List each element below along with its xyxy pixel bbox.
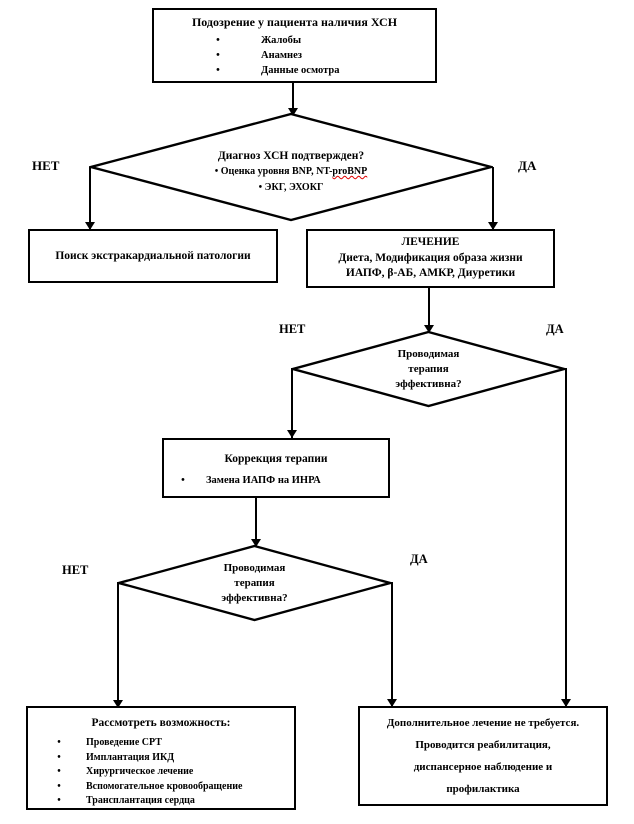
bullet-icon: • [214,166,221,177]
node-treatment-line3: ИАПФ, β-АБ, АМКР, Диуретики [345,267,516,280]
connector-treatment-to-effective1 [428,288,430,330]
edge-label-effective2-yes: ДА [410,552,428,566]
node-treatment[interactable]: ЛЕЧЕНИЕ Диета, Модификация образа жизни … [306,229,555,288]
arrowhead-effective2-no [113,700,123,708]
list-item: • Трансплантация сердца [54,794,290,809]
list-item-label: Вспомогательное кровообращение [86,780,243,792]
node-diagnosis-question: Диагноз ХСН подтвержден? [217,150,365,162]
diamond-shape-diagnosis [89,112,493,222]
arrowhead-effective1-yes [561,699,571,707]
node-no-additional-line4: профилактика [446,783,520,795]
node-treatment-line2: Диета, Модификация образа жизни [338,251,523,264]
edge-label-effective1-no: НЕТ [279,322,306,336]
node-suspicion-title: Подозрение у пациента наличия ХСН [191,14,398,29]
list-item-label: Замена ИАПФ на ИНРА [206,475,321,487]
connector-diagnosis-no [89,167,91,229]
node-effective2-line1: Проводимая [223,562,286,574]
edge-label-diagnosis-no: НЕТ [32,158,60,173]
bullet-icon: • [57,751,61,763]
arrowhead-effective2-yes [387,699,397,707]
node-extracardial-label: Поиск экстракардиальной патологии [55,249,251,262]
list-item: • Имплантация ИКД [54,751,290,766]
arrowhead-effective1-no [287,430,297,438]
arrowhead-suspicion-to-diagnosis [288,108,298,116]
list-item: • Вспомогательное кровообращение [54,780,290,795]
bullet-icon: • [258,182,265,193]
spellcheck-misspelled-word: proBNP [332,166,368,177]
bullet-icon: • [216,65,220,77]
bullet-icon: • [57,737,61,749]
edge-label-effective2-no: НЕТ [62,563,89,577]
node-diagnosis-bullet1-prefix: Оценка уровня BNP, NT- [220,166,333,177]
connector-effective1-no [291,368,293,438]
node-diagnosis-bullet-1: • Оценка уровня BNP, NT-proBNP [89,166,493,177]
node-consider-options[interactable]: Рассмотреть возможность: • Проведение СРТ… [26,706,296,810]
bullet-icon: • [57,766,61,778]
node-consider-bullets: • Проведение СРТ • Имплантация ИКД • Хирург… [32,736,290,809]
node-treatment-title: ЛЕЧЕНИЕ [401,236,460,249]
bullet-icon: • [216,49,220,61]
node-no-additional-line3: диспансерное наблюдение и [413,761,553,773]
arrowhead-treatment-to-effective1 [424,325,434,333]
node-correction-bullets: • Замена ИАПФ на ИНРА [168,473,384,488]
node-diagnosis-bullet-2: • ЭКГ, ЭХОКГ [89,182,493,193]
node-no-additional-line1: Дополнительное лечение не требуется. [386,717,580,729]
list-item-label: Проведение СРТ [86,737,162,749]
node-extracardial[interactable]: Поиск экстракардиальной патологии [28,229,278,283]
list-item: • Данные осмотра [213,63,431,78]
node-diagnosis-decision[interactable]: Диагноз ХСН подтвержден? • Оценка уровня… [89,112,493,222]
list-item-label: Трансплантация сердца [86,795,195,807]
node-effective-decision-1[interactable]: Проводимая терапия эффективна? [291,330,566,408]
list-item-label: Данные осмотра [261,65,340,77]
edge-label-effective1-yes: ДА [546,322,564,336]
edge-label-diagnosis-yes: ДА [518,158,537,173]
node-effective1-line3: эффективна? [395,378,462,390]
connector-effective2-no [117,582,119,708]
node-effective2-line2: терапия [234,577,275,589]
node-suspicion[interactable]: Подозрение у пациента наличия ХСН • Жалоб… [152,8,437,83]
list-item-label: Имплантация ИКД [86,751,175,763]
node-no-additional-treatment[interactable]: Дополнительное лечение не требуется. Про… [358,706,608,806]
connector-effective2-yes [391,582,393,706]
node-suspicion-bullets: • Жалобы • Анамнез • Данные осмотра [158,33,431,79]
node-correction[interactable]: Коррекция терапии • Замена ИАПФ на ИНРА [162,438,390,498]
node-effective1-line2: терапия [408,363,449,375]
list-item: • Проведение СРТ [54,736,290,751]
list-item-label: Анамнез [261,49,302,61]
bullet-icon: • [181,475,185,487]
list-item: • Хирургическое лечение [54,765,290,780]
list-item-label: Жалобы [261,34,302,46]
node-no-additional-line2: Проводится реабилитация, [415,739,551,751]
diamond-shape-effective-2 [117,544,392,622]
node-diagnosis-bullet2-label: ЭКГ, ЭХОКГ [264,182,324,193]
connector-diagnosis-yes [492,167,494,229]
list-item-label: Хирургическое лечение [86,766,194,778]
connector-effective1-yes [565,368,567,706]
connector-correction-to-effective2 [255,498,257,544]
bullet-icon: • [57,780,61,792]
list-item: • Анамнез [213,48,431,63]
node-effective2-line3: эффективна? [221,592,288,604]
list-item: • Замена ИАПФ на ИНРА [178,473,384,488]
arrowhead-diagnosis-no [85,222,95,230]
bullet-icon: • [57,795,61,807]
bullet-icon: • [216,34,220,46]
node-effective1-line1: Проводимая [397,348,460,360]
connector-suspicion-to-diagnosis [292,83,294,112]
diamond-shape-effective-1 [291,330,566,408]
arrowhead-correction-to-effective2 [251,539,261,547]
node-effective-decision-2[interactable]: Проводимая терапия эффективна? [117,544,392,622]
list-item: • Жалобы [213,33,431,48]
node-correction-title: Коррекция терапии [224,452,328,465]
node-consider-title: Рассмотреть возможность: [91,717,231,729]
arrowhead-diagnosis-yes [488,222,498,230]
